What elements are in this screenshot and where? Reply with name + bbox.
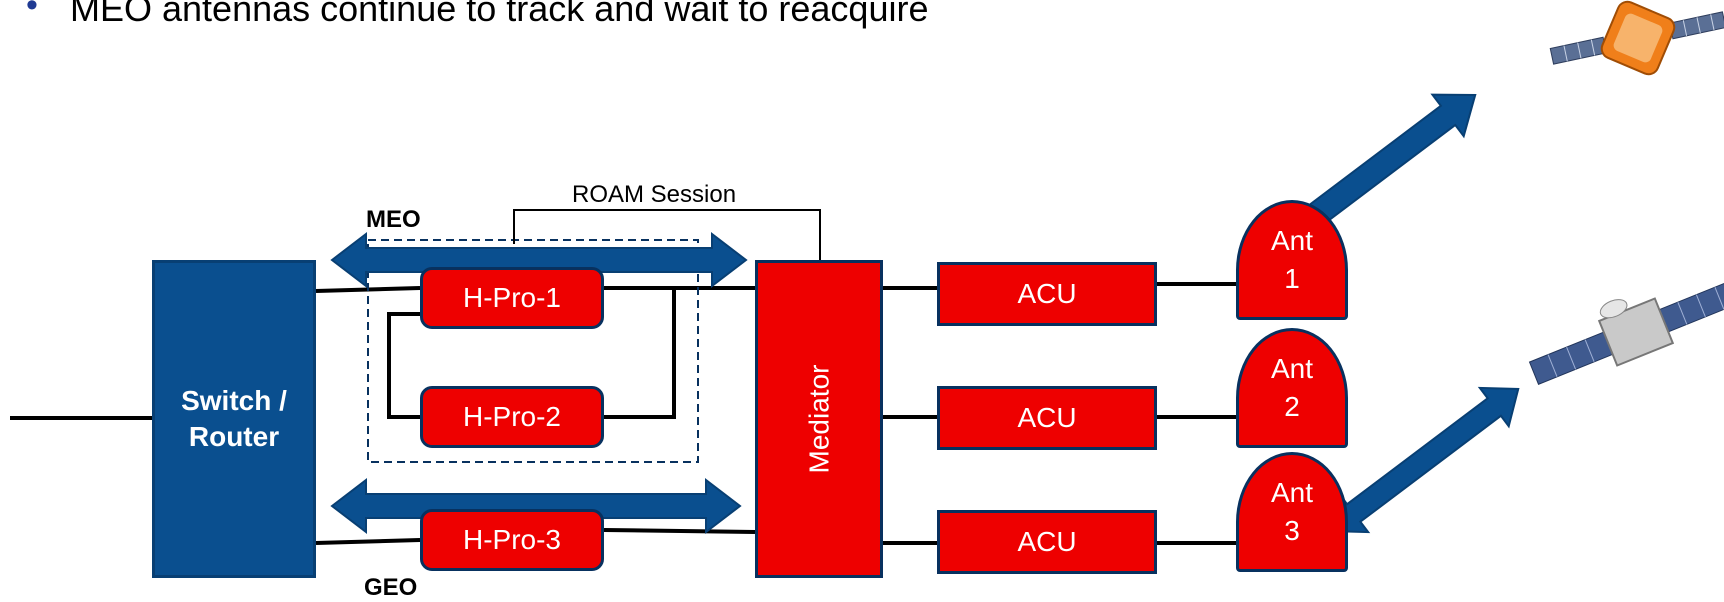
switch-router-node: Switch / Router [152,260,316,578]
switch-to-hpro3 [315,538,421,545]
hpro3-to-mediator [603,528,756,534]
hpro2-right-link [604,288,676,419]
meo-double-arrow [330,231,748,289]
antenna-1-label-line2: 1 [1284,263,1300,294]
slide-heading: MEO antennas continue to track and wait … [70,0,929,29]
meo-label: MEO [366,206,421,233]
hpro1-hpro2-left-link [387,312,420,419]
antenna-2-node: Ant 2 [1236,328,1348,448]
satellite-geo-icon [1528,279,1724,385]
mediator-label: Mediator [803,364,834,474]
geo-double-arrow [330,477,742,535]
bullet-point: • [26,0,38,24]
roam-session-label: ROAM Session [572,181,737,208]
roam-session-bracket [513,209,821,260]
acu-1-label: ACU [1017,278,1077,309]
hpro-2-node: H-Pro-2 [420,386,604,448]
acu-2-label: ACU [1017,402,1077,433]
antenna-2-label-line1: Ant [1270,353,1314,384]
hpro-3-label: H-Pro-3 [462,524,561,555]
hpro-1-label: H-Pro-1 [462,282,561,313]
antenna-3-label-line2: 3 [1284,515,1300,546]
acu-3-node: ACU [937,510,1157,574]
antenna-3-label-line1: Ant [1270,477,1314,508]
acu-2-node: ACU [937,386,1157,450]
antenna-3-node: Ant 3 [1236,452,1348,572]
acu-1-node: ACU [937,262,1157,326]
antenna-1-label-line1: Ant [1270,225,1314,256]
antenna-1-node: Ant 1 [1236,200,1348,320]
meo-dashed-box [367,239,699,463]
antenna-2-label-line2: 2 [1284,391,1300,422]
hpro-2-label: H-Pro-2 [462,401,561,432]
switch-router-label-line2: Router [188,421,280,452]
acu-3-label: ACU [1017,526,1077,557]
hpro-1-node: H-Pro-1 [420,267,604,329]
hpro-3-node: H-Pro-3 [420,509,604,571]
switch-router-label-line1: Switch / [181,385,287,416]
satellite-orange-icon [1549,0,1724,76]
mediator-node: Mediator [755,260,883,578]
geo-label: GEO [364,574,418,601]
